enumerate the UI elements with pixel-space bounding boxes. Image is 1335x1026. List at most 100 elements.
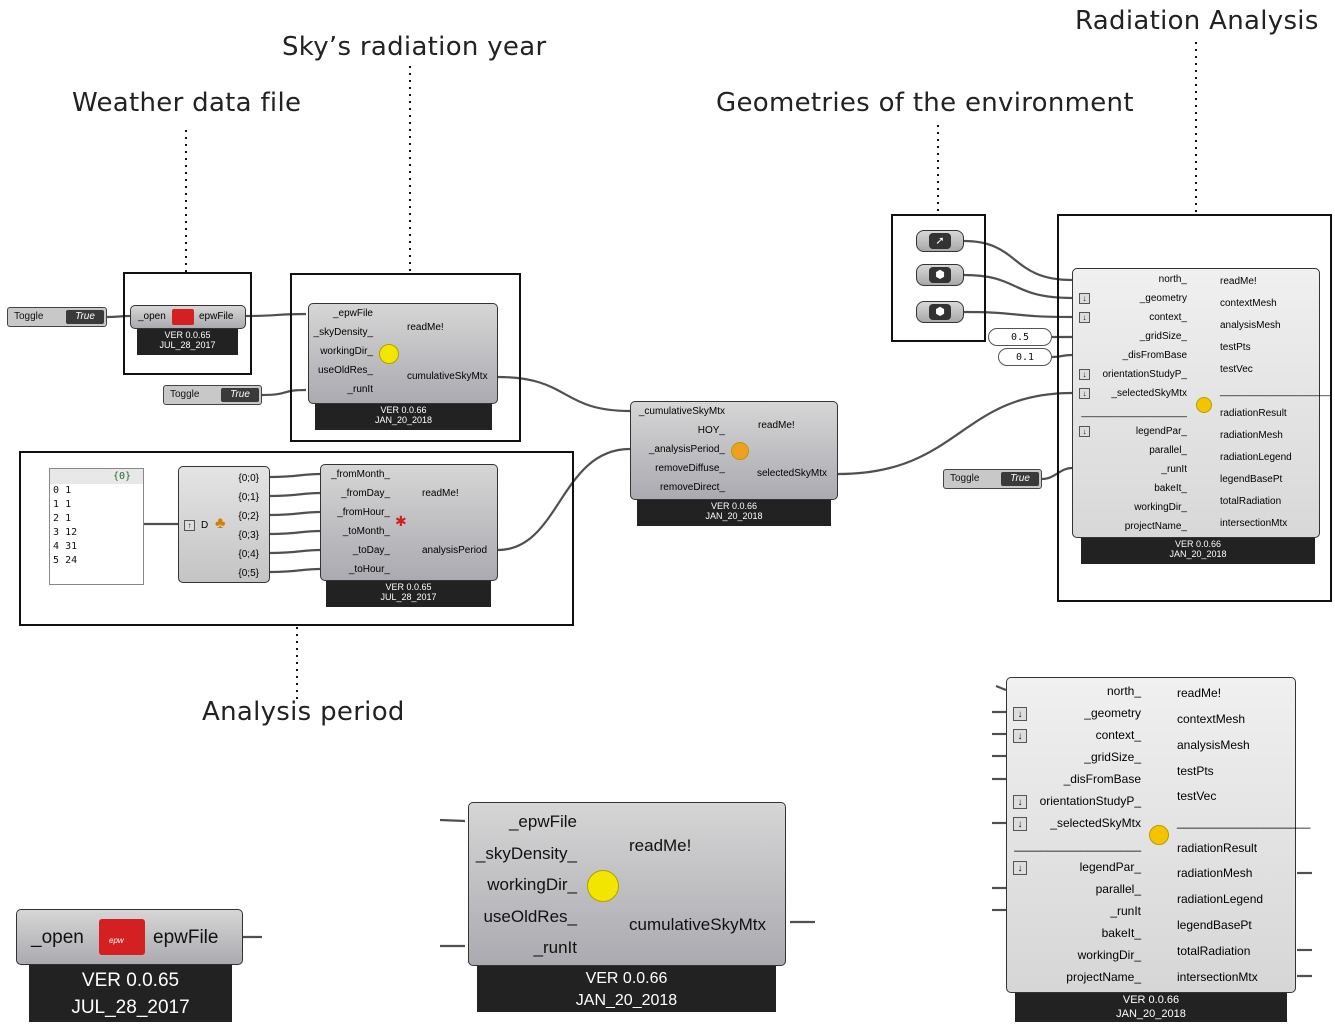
flatten-arrow-icon[interactable]: ↓: [1013, 729, 1027, 743]
toggle-run-radiation[interactable]: Toggle True: [943, 469, 1042, 489]
version: VER 0.0.65: [164, 330, 211, 340]
input-gridsize: _gridSize_: [1084, 750, 1141, 764]
graft-arrow-icon[interactable]: ↑: [184, 520, 195, 531]
decompose-component[interactable]: ↑ D ♣ {0;0} {0;1} {0;2} {0;3} {0;4} {0;5…: [178, 466, 270, 583]
radiation-sun-icon: [1196, 397, 1212, 413]
output-analysisperiod: analysisPeriod: [422, 545, 488, 556]
input-geometry: _geometry: [1139, 293, 1187, 304]
row-value: 1: [65, 499, 72, 510]
frame-geometries: [891, 214, 986, 342]
output-radiationlegend: radiationLegend: [1177, 892, 1264, 906]
input-runit: _runIt: [347, 384, 373, 395]
row-index: 4: [53, 541, 60, 552]
analysis-period-version-plate: VER 0.0.65 JUL_28_2017: [326, 581, 491, 607]
input-legendpar: legendPar_: [1079, 860, 1141, 874]
output-radiationresult: radiationResult: [1177, 841, 1258, 855]
input-disfrombase: _disFromBase: [1122, 350, 1187, 361]
flatten-arrow-icon[interactable]: ↓: [1013, 795, 1027, 809]
input-epwfile: _epwFile: [508, 812, 577, 831]
panel-row: 0 1: [50, 484, 143, 498]
input-epwfile: _epwFile: [332, 308, 373, 319]
flatten-arrow-icon[interactable]: ↓: [1079, 388, 1090, 399]
flatten-arrow-icon[interactable]: ↓: [1079, 369, 1090, 380]
open-epw-component[interactable]: _open epwFile: [130, 305, 246, 329]
output-separator: ____________________: [1220, 386, 1332, 397]
annotation-geometries: Geometries of the environment: [716, 88, 1134, 118]
input-runit: _runIt: [1110, 904, 1141, 918]
input-tomonth: _toMonth_: [342, 526, 390, 537]
select-sky-version-plate: VER 0.0.66 JAN_20_2018: [637, 500, 831, 526]
version: VER 0.0.65: [385, 582, 432, 592]
sky-mtx-component[interactable]: _epwFile _skyDensity_ workingDir_ useOld…: [308, 303, 498, 404]
input-frommonth: _fromMonth_: [331, 469, 390, 480]
values-panel[interactable]: {0} 0 1 1 1 2 1 3 12 4 31 5 24: [49, 468, 144, 585]
radiation-sun-icon: [1149, 825, 1169, 845]
input-hoy: HOY_: [697, 425, 725, 436]
output-cumulativeskymtx: cumulativeSkyMtx: [407, 371, 488, 382]
sky-mtx-component-enlarged[interactable]: _epwFile _skyDensity_ workingDir_ useOld…: [468, 802, 786, 966]
input-orientationstudy: orientationStudyP_: [1102, 369, 1187, 380]
input-bakeit: bakeIt_: [1101, 926, 1141, 940]
date: JAN_20_2018: [575, 992, 678, 1009]
toggle-run-sky[interactable]: Toggle True: [163, 385, 262, 405]
version: VER 0.0.65: [81, 970, 180, 991]
input-context: context_: [1095, 728, 1141, 742]
output-readme: readMe!: [422, 488, 459, 499]
toggle-value[interactable]: True: [66, 310, 104, 324]
row-value: 12: [65, 527, 78, 538]
radiation-analysis-component[interactable]: ↓ ↓ ↓ ↓ ↓ north_ _geometry context_ _gri…: [1072, 268, 1331, 538]
input-north: north_: [1106, 684, 1141, 698]
toggle-open[interactable]: Toggle True: [7, 307, 107, 327]
open-epw-version-plate: VER 0.0.65 JUL_28_2017: [137, 329, 238, 355]
grid-size-value[interactable]: 0.5: [988, 328, 1052, 346]
input-useoldres: useOldRes_: [483, 907, 577, 926]
input-projectname: projectName_: [1124, 521, 1187, 532]
row-value: 1: [65, 485, 72, 496]
output-testvec: testVec: [1220, 364, 1253, 375]
input-workingdir: workingDir_: [487, 875, 577, 894]
input-useoldres: useOldRes_: [317, 365, 373, 376]
analysis-period-component[interactable]: _fromMonth_ _fromDay_ _fromHour_ _toMont…: [320, 464, 498, 581]
flatten-arrow-icon[interactable]: ↓: [1013, 707, 1027, 721]
output-readme: readMe!: [1177, 686, 1222, 700]
output-testpts: testPts: [1220, 342, 1251, 353]
output-contextmesh: contextMesh: [1220, 298, 1277, 309]
flatten-arrow-icon[interactable]: ↓: [1079, 426, 1090, 437]
flatten-arrow-icon[interactable]: ↓: [1013, 861, 1027, 875]
input-workingdir: workingDir_: [1077, 948, 1141, 962]
panel-row: 5 24: [50, 554, 143, 568]
flatten-arrow-icon[interactable]: ↓: [1079, 293, 1090, 304]
input-parallel: parallel_: [1095, 882, 1141, 896]
north-param[interactable]: ➚: [916, 230, 964, 252]
radiation-version-plate-enlarged: VER 0.0.66 JAN_20_2018: [1015, 993, 1287, 1022]
radiation-version-plate: VER 0.0.66 JAN_20_2018: [1081, 538, 1315, 564]
input-today: _toDay_: [352, 545, 390, 556]
version: VER 0.0.66: [710, 501, 758, 511]
input-separator: ___________________: [1014, 838, 1141, 852]
flatten-arrow-icon[interactable]: ↓: [1013, 817, 1027, 831]
open-epw-component-enlarged[interactable]: _open epw epwFile: [16, 909, 243, 965]
panel-header: {0}: [50, 469, 143, 484]
radiation-analysis-component-enlarged[interactable]: ↓ ↓ ↓ ↓ ↓ north_ _geometry context_ _gri…: [1006, 677, 1310, 993]
output-readme: readMe!: [629, 836, 692, 855]
version: VER 0.0.66: [1122, 994, 1180, 1006]
input-geometry: _geometry: [1084, 706, 1141, 720]
distance-from-base-value[interactable]: 0.1: [998, 348, 1052, 366]
toggle-value[interactable]: True: [1001, 472, 1039, 486]
flatten-arrow-icon[interactable]: ↓: [1079, 312, 1090, 323]
open-input-label: _open: [31, 927, 84, 948]
input-context: context_: [1149, 312, 1187, 323]
toggle-label: Toggle: [170, 389, 200, 400]
output-readme: readMe!: [758, 420, 795, 431]
context-param[interactable]: ⬢: [916, 301, 964, 323]
version: VER 0.0.66: [585, 970, 668, 987]
toggle-value[interactable]: True: [221, 388, 259, 402]
input-fromday: _fromDay_: [341, 488, 390, 499]
geometry-param[interactable]: ⬢: [916, 264, 964, 286]
output-testvec: testVec: [1177, 789, 1217, 803]
date: JUL_28_2017: [380, 592, 437, 602]
input-runit: _runIt: [1161, 464, 1187, 475]
output-intersectionmtx: intersectionMtx: [1177, 970, 1258, 984]
input-projectname: projectName_: [1066, 970, 1141, 984]
select-sky-mtx-component[interactable]: _cumulativeSkyMtx HOY_ _analysisPeriod_ …: [630, 401, 838, 500]
